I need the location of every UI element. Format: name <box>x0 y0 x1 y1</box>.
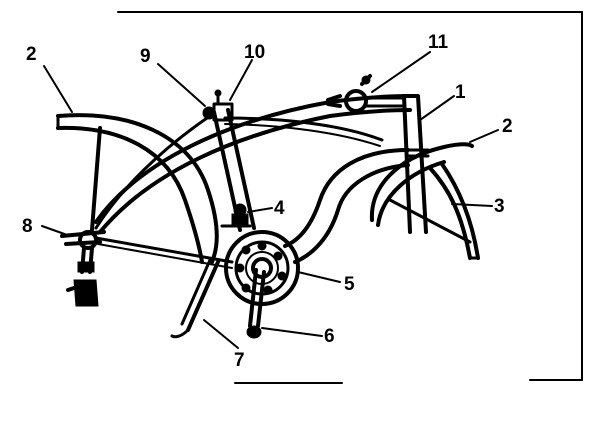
callout-3-fender-brace: 3 <box>494 196 505 217</box>
rear-dropout <box>60 126 106 250</box>
down-tube <box>283 148 410 264</box>
seat-clamp <box>202 89 234 122</box>
rear-fender <box>56 113 219 264</box>
callout-2-rear-fender: 2 <box>26 44 37 65</box>
leader-lines <box>41 51 499 349</box>
callout-11-stem: 11 <box>428 32 449 53</box>
rear-brake-arm <box>66 246 99 307</box>
crank-arm <box>246 268 266 339</box>
callout-7-kickstand: 7 <box>234 350 245 371</box>
upper-bar <box>223 116 384 147</box>
callout-8-rear-dropout: 8 <box>22 216 33 237</box>
callout-5-chainring: 5 <box>344 274 355 295</box>
callout-4-brake-clip: 4 <box>274 198 285 219</box>
callout-6-crank: 6 <box>324 326 335 347</box>
callout-10-seat-post-bolt: 10 <box>244 42 265 63</box>
callout-labels: 2 9 10 11 1 2 3 4 5 6 7 8 <box>22 32 513 371</box>
brake-clip <box>220 203 252 228</box>
callout-2-front-fender: 2 <box>502 116 513 137</box>
kickstand <box>170 258 220 339</box>
callout-1-head-tube: 1 <box>455 82 466 103</box>
front-fender <box>369 142 480 260</box>
chain-stay <box>94 236 234 269</box>
diagram-border <box>117 11 583 384</box>
stem-assembly <box>326 74 404 113</box>
callout-9-seat-clamp: 9 <box>140 46 151 67</box>
seat-stay <box>94 114 212 230</box>
